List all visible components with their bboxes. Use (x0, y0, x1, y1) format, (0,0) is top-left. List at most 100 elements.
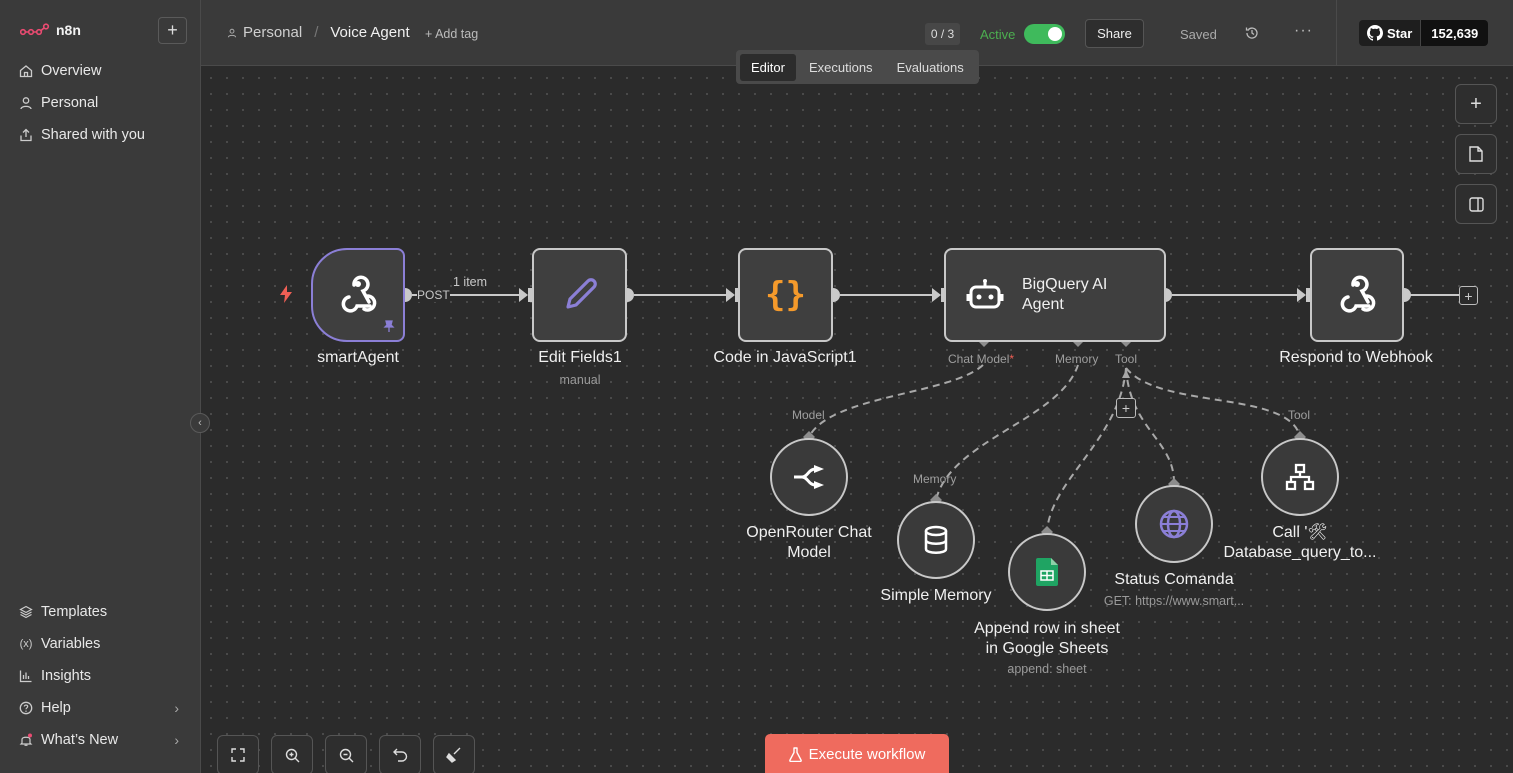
more-options-icon[interactable]: ··· (1294, 22, 1313, 40)
bell-icon (19, 733, 33, 747)
webhook-icon (1335, 275, 1379, 315)
undo-button[interactable] (379, 735, 421, 773)
tab-evaluations[interactable]: Evaluations (886, 54, 975, 81)
node-label: Append row in sheetin Google Sheets (957, 619, 1137, 659)
github-star-label: Star (1387, 26, 1412, 41)
active-toggle[interactable] (1024, 24, 1065, 44)
trigger-bolt-icon (279, 285, 293, 303)
node-label-line: in Google Sheets (957, 639, 1137, 659)
edge-item-count: 1 item (453, 275, 487, 289)
sidebar-item-label: Variables (41, 636, 100, 652)
node-label-line: Database_query_to... (1210, 543, 1390, 563)
workflow-canvas[interactable] (201, 67, 1513, 773)
collapse-sidebar-button[interactable]: ‹ (190, 413, 210, 433)
fit-view-button[interactable] (217, 735, 259, 773)
sidebar-item-shared[interactable]: Shared with you (19, 124, 189, 146)
node-smartagent[interactable] (311, 248, 405, 342)
zoom-in-icon (285, 748, 300, 763)
zoom-in-button[interactable] (271, 735, 313, 773)
node-call-database[interactable] (1261, 438, 1339, 516)
saved-status: Saved (1180, 27, 1217, 42)
node-subtitle: manual (540, 373, 620, 387)
port-tool: Tool (1115, 352, 1137, 366)
node-label-line: Call '🛠 (1210, 523, 1390, 543)
port-chat-model: Chat Model* (948, 352, 1014, 366)
chevron-right-icon: › (174, 732, 179, 748)
add-tag-button[interactable]: + Add tag (425, 27, 478, 41)
code-braces-icon: {} (765, 275, 806, 315)
sidebar-item-variables[interactable]: (x) Variables (19, 633, 189, 655)
user-icon (227, 28, 237, 38)
tidy-up-button[interactable] (433, 735, 475, 773)
sidebar-item-label: Insights (41, 668, 91, 684)
sidebar-item-label: Shared with you (41, 127, 145, 143)
breadcrumb-separator: / (314, 24, 318, 41)
chevron-right-icon: › (174, 700, 179, 716)
github-icon (1367, 25, 1383, 41)
database-icon (923, 525, 949, 555)
node-status-comanda[interactable] (1135, 485, 1213, 563)
version-counter: 0 / 3 (925, 23, 960, 45)
undo-icon (393, 748, 408, 762)
zoom-out-icon (339, 748, 354, 763)
sticky-note-button[interactable] (1455, 134, 1497, 174)
node-code-javascript[interactable]: {} (738, 248, 833, 342)
add-node-panel-button[interactable]: + (1455, 84, 1497, 124)
sidebar-item-help[interactable]: Help › (19, 697, 189, 719)
n8n-logo-icon (20, 23, 50, 37)
history-icon[interactable] (1244, 25, 1260, 41)
side-panel-button[interactable] (1455, 184, 1497, 224)
sidebar-item-insights[interactable]: Insights (19, 665, 189, 687)
add-tool-button[interactable]: + (1116, 398, 1136, 418)
plus-icon: + (1470, 93, 1482, 116)
pencil-icon (560, 275, 600, 315)
add-node-button[interactable]: + (1459, 286, 1478, 305)
sidebar-item-whats-new[interactable]: What’s New › (19, 729, 189, 751)
templates-icon (19, 605, 33, 619)
node-respond-webhook[interactable] (1310, 248, 1404, 342)
sidebar-item-label: Help (41, 700, 71, 716)
workflow-name[interactable]: Voice Agent (330, 24, 409, 41)
node-google-sheets[interactable] (1008, 533, 1086, 611)
zoom-out-button[interactable] (325, 735, 367, 773)
node-edit-fields[interactable] (532, 248, 627, 342)
node-label: Respond to Webhook (1266, 349, 1446, 367)
node-label-line: Append row in sheet (957, 619, 1137, 639)
port-tool: Tool (1288, 408, 1310, 422)
sidebar: n8n + Overview Personal Shared with you … (0, 0, 201, 773)
create-new-button[interactable]: + (158, 17, 187, 44)
sidebar-item-overview[interactable]: Overview (19, 60, 189, 82)
node-label: Call '🛠Database_query_to... (1210, 523, 1390, 563)
sidebar-item-personal[interactable]: Personal (19, 92, 189, 114)
github-star-button[interactable]: Star 152,639 (1359, 20, 1488, 46)
breadcrumb-project[interactable]: Personal (243, 24, 302, 41)
port-memory: Memory (1055, 352, 1098, 366)
node-label: Simple Memory (866, 587, 1006, 605)
node-label-line: OpenRouter Chat (734, 523, 884, 543)
share-button[interactable]: Share (1085, 19, 1144, 48)
logo-text: n8n (56, 22, 81, 38)
required-mark: * (1009, 352, 1014, 366)
port-memory: Memory (913, 472, 956, 486)
logo[interactable]: n8n (20, 22, 81, 38)
pin-icon (383, 320, 395, 333)
sidebar-item-templates[interactable]: Templates (19, 601, 189, 623)
help-icon (19, 701, 33, 715)
sidebar-item-label: Templates (41, 604, 107, 620)
tab-executions[interactable]: Executions (798, 54, 884, 81)
view-tabs: Editor Executions Evaluations (736, 50, 979, 84)
execute-label: Execute workflow (809, 746, 926, 763)
broom-icon (446, 747, 462, 763)
home-icon (19, 64, 33, 78)
node-bigquery-agent[interactable]: BigQuery AI Agent (944, 248, 1166, 342)
node-label: Edit Fields1 (520, 349, 640, 367)
github-star-part[interactable]: Star (1359, 20, 1421, 46)
node-simple-memory[interactable] (897, 501, 975, 579)
node-label: Status Comanda (1094, 571, 1254, 589)
tab-editor[interactable]: Editor (740, 54, 796, 81)
node-label: smartAgent (308, 349, 408, 367)
node-label: BigQuery AI Agent (1022, 275, 1132, 315)
port-model: Model (792, 408, 825, 422)
execute-workflow-button[interactable]: Execute workflow (765, 734, 949, 773)
node-openrouter[interactable] (770, 438, 848, 516)
